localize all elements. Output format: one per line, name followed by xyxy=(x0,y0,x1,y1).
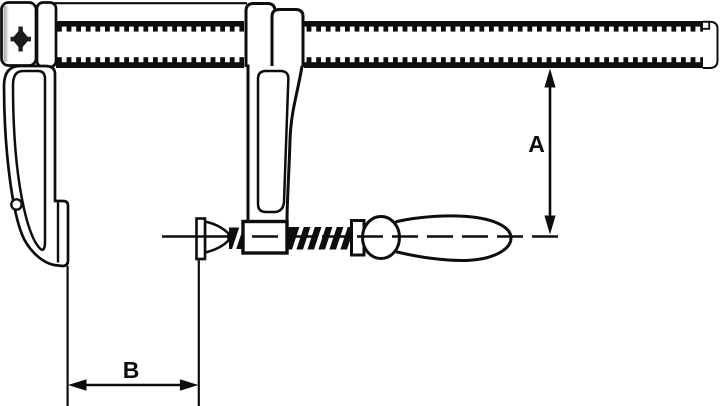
screw-assembly xyxy=(195,214,513,262)
fixed-jaw-curl xyxy=(10,198,23,211)
screw-thread xyxy=(287,227,353,250)
rivet-icon xyxy=(10,26,31,52)
sliding-jaw xyxy=(244,2,305,223)
swivel-pad-plate xyxy=(195,217,207,261)
dimension-a-label: A xyxy=(528,131,545,157)
fixed-jaw-arm xyxy=(2,64,70,268)
rail-end-cap xyxy=(702,20,719,69)
screw-handle xyxy=(388,214,513,262)
dimension-b-arrowhead-left xyxy=(68,379,87,391)
dimension-a-arrowhead-top xyxy=(544,68,556,88)
fixed-jaw-inner-line xyxy=(11,69,47,252)
fixed-jaw-spine xyxy=(35,1,58,69)
dimension-a-arrowhead-bottom xyxy=(544,215,556,235)
dimension-b: B xyxy=(66,259,200,406)
dimension-b-label: B xyxy=(123,357,140,383)
dimension-a: A xyxy=(528,68,556,235)
dimension-b-arrowhead-right xyxy=(179,379,199,391)
clamp-rail xyxy=(49,2,719,69)
sliding-jaw-inner-line xyxy=(256,69,290,214)
fixed-jaw xyxy=(0,1,70,268)
